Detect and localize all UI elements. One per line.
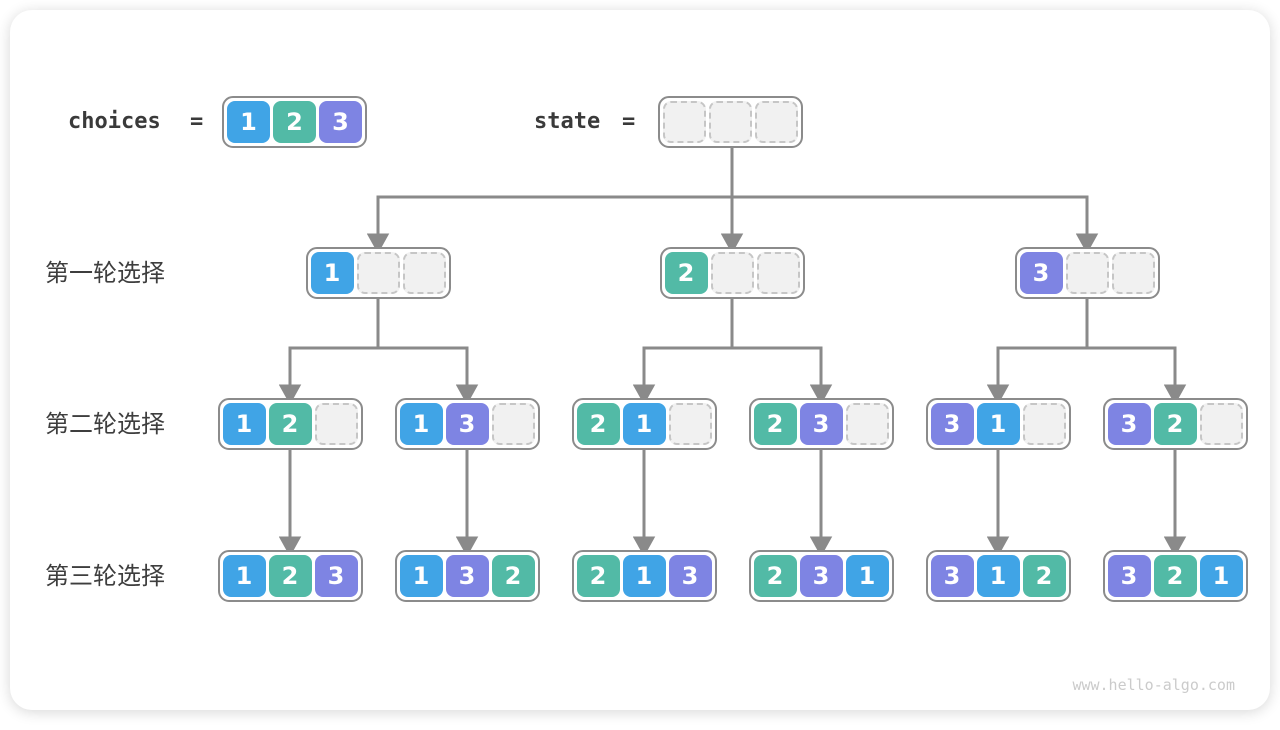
choices-label: choices — [68, 109, 161, 134]
cell-value: 1 — [227, 101, 270, 143]
cell-empty — [356, 252, 400, 294]
cell-empty — [709, 101, 752, 143]
cell-value: 2 — [273, 101, 316, 143]
cell-value: 1 — [976, 555, 1020, 597]
round-1-state-box-1: 1 — [305, 247, 451, 299]
round-2-label: 第二轮选择 — [45, 410, 165, 438]
round-1-state-box-2: 2 — [659, 247, 805, 299]
cell-value: 2 — [664, 252, 708, 294]
cell-value: 3 — [445, 555, 489, 597]
cell-value: 2 — [753, 555, 797, 597]
cell-value: 3 — [314, 555, 358, 597]
cell-value: 1 — [622, 403, 666, 445]
cell-value: 3 — [319, 101, 362, 143]
cell-value: 1 — [622, 555, 666, 597]
round-3-label: 第三轮选择 — [45, 562, 165, 590]
cell-empty — [663, 101, 706, 143]
cell-value: 3 — [668, 555, 712, 597]
cell-value: 2 — [268, 555, 312, 597]
cell-empty — [755, 101, 798, 143]
round-1-state-box-3: 3 — [1014, 247, 1160, 299]
cell-empty — [1022, 403, 1066, 445]
cell-empty — [1199, 403, 1243, 445]
cell-value: 3 — [1107, 403, 1151, 445]
cell-value: 2 — [576, 555, 620, 597]
cell-value: 3 — [1107, 555, 1151, 597]
cell-empty — [756, 252, 800, 294]
cell-value: 2 — [1022, 555, 1066, 597]
state-label: state — [534, 109, 601, 134]
cell-value: 2 — [1153, 555, 1197, 597]
cell-empty — [1065, 252, 1109, 294]
cell-empty — [1111, 252, 1155, 294]
cell-value: 1 — [845, 555, 889, 597]
cell-empty — [668, 403, 712, 445]
cell-empty — [845, 403, 889, 445]
cell-empty — [314, 403, 358, 445]
state-equals: = — [622, 109, 636, 134]
cell-value: 2 — [268, 403, 312, 445]
cell-value: 1 — [399, 555, 443, 597]
cell-empty — [402, 252, 446, 294]
cell-empty — [710, 252, 754, 294]
cell-value: 1 — [976, 403, 1020, 445]
cell-value: 1 — [222, 403, 266, 445]
cell-value: 3 — [1019, 252, 1063, 294]
cell-value: 1 — [222, 555, 266, 597]
cell-value: 1 — [310, 252, 354, 294]
cell-value: 3 — [445, 403, 489, 445]
watermark: www.hello-algo.com — [1072, 676, 1235, 694]
cell-value: 1 — [1199, 555, 1243, 597]
cell-value: 3 — [930, 555, 974, 597]
choices-equals: = — [190, 109, 204, 134]
cell-value: 3 — [799, 403, 843, 445]
cell-value: 3 — [799, 555, 843, 597]
cell-value: 1 — [399, 403, 443, 445]
cell-value: 2 — [491, 555, 535, 597]
cell-value: 2 — [753, 403, 797, 445]
round-1-label: 第一轮选择 — [45, 259, 165, 287]
cell-value: 2 — [576, 403, 620, 445]
cell-empty — [491, 403, 535, 445]
cell-value: 3 — [930, 403, 974, 445]
state-box — [658, 96, 803, 148]
cell-value: 2 — [1153, 403, 1197, 445]
